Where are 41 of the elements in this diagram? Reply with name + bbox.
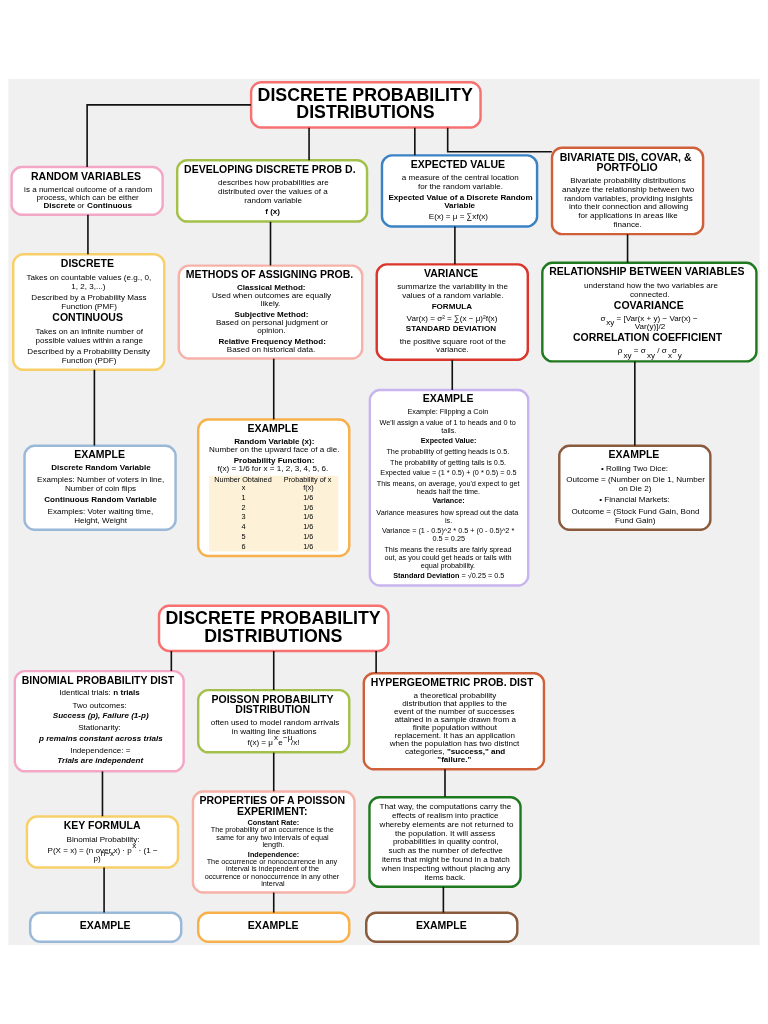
connector [451, 359, 454, 391]
node-box: EXAMPLE Example: Flipping a Coin We'll assign a value of 1 to heads and 0 to tails. Expected Value: The probability of getting heads is 0.5. The probability of getting tails is 0.5. Expected value = (1 * 0.5) + (0 * 0.5) = 0.5 This means, on average, you'd expect to get heads half the time. Variance: Variance measures how spread out the data is. Variance = (1 - 0.5)^2 * 0.5 + (0 - 0.5)^2 * 0.5 = 0.25 This means the results are fairly spread out, as you could get heads or tails with equal probability. Standard Deviation = √0.25 = 0.5 [368, 388, 530, 587]
connector [272, 751, 275, 793]
connector [444, 768, 446, 798]
node-box: PROPERTIES OF A POISSON EXPERIMENT: Constant Rate: The probability of an occurrence is the same for any two intervals of equal length. Independence: The occurrence or nonoccurrence in any interval is independent of the occurrence or nonoccurrence in any other interval [191, 790, 356, 894]
connector [414, 126, 416, 157]
connector [272, 650, 275, 691]
connector [86, 104, 252, 168]
node-box: VARIANCE summarize the variability in the values of a random variable. FORMULA Var(x) = σ² = ∑(x − μ)²f(x) STANDARD DEVIATION the positive square root of the variance. [375, 263, 529, 361]
node-box: RANDOM VARIABLES is a numerical outcome of a random process, which can be either Discrete or Continuous [10, 165, 164, 216]
connector [170, 650, 173, 672]
node-box: METHODS OF ASSIGNING PROB. Classical Method: Used when outcomes are equally likely. Subjective Method: Based on personal judgment or opinion. Relative Frequency Method: Based on historical data. [177, 264, 364, 360]
connector [103, 866, 105, 914]
connector [308, 126, 310, 161]
connector [626, 233, 629, 264]
node-box: BIVARIATE DIS, COVAR, & PORTFOLIO Bivariate probability distributions analyze the relationship between two random variables, providing insights into their connection and allowing for applications in areas like finance. [550, 146, 705, 236]
node-box: DEVELOPING DISCRETE PROB D. describes how probabilities are distributed over the values of a random variable f (x) [176, 159, 369, 223]
connector [272, 357, 275, 421]
node-box: EXAMPLE [365, 911, 519, 943]
connector [272, 891, 275, 914]
node-box: EXAMPLE [197, 911, 351, 943]
node-box: EXAMPLE [28, 911, 183, 943]
connector [87, 214, 89, 256]
node-box: That way, the computations carry the effects of realism into practice whereby elements are not returned to the population. It will assess probabilities in quality control, such as the number of defective items that might be found in a batch when inspecting without placing any items back. [368, 795, 522, 889]
connector [634, 360, 636, 447]
node-box: DISCRETE PROBABILITY DISTRIBUTIONS [157, 604, 390, 653]
connector [101, 770, 104, 818]
node-box: EXPECTED VALUE a measure of the central location for the random variable. Expected Value of a Discrete Random Variable E(x) = μ = ∑xf(x) [380, 154, 539, 228]
connector [269, 220, 272, 267]
connector [375, 650, 377, 674]
node-box: EXAMPLE Discrete Random Variable Examples: Number of voters in line, Number of coin flips Continuous Random Variable Examples: Voter waiting time, Height, Weight [23, 444, 177, 531]
connector [93, 369, 96, 447]
node-box: EXAMPLE Random Variable (x): Number on the upward face of a die. Probability Function: f(x) = 1/6 for x = 1, 2, 3, 4, 5, 6. Number Obtained x Probability of x f(x) 1 1/6 2 1/6 3 1/6 4 1/6 5 1/6 6 1/6 [197, 418, 351, 558]
node-box: DISCRETE Takes on countable values (e.g., 0, 1, 2, 3,...) Described by a Probability Mass Function (PMF) CONTINUOUS Takes on an infinite number of possible values within a range Described by a Probability Density Function (PDF) [12, 253, 166, 372]
node-box: HYPERGEOMETRIC PROB. DIST a theoretical probability distribution that applies to the event of the number of successes attained in a sample drawn from a finite population without replacement. It has an application when the population has two distinct categories, "success," and "failure." [362, 671, 546, 771]
connector [446, 126, 553, 153]
connector [454, 225, 456, 266]
connector [442, 886, 445, 914]
node-box: BINOMIAL PROBABILITY DIST Identical trials: n trials Two outcomes: Success (p), Failure (1-p) Stationarity: p remains constant across trials Independence: = Trials are independent [13, 669, 185, 773]
node-box: EXAMPLE • Rolling Two Dice: Outcome = (Number on Die 1, Number on Die 2) • Financial Markets: Outcome = (Stock Fund Gain, Bond Fund Gain) [558, 444, 712, 531]
node-box: DISCRETE PROBABILITY DISTRIBUTIONS [249, 81, 482, 129]
